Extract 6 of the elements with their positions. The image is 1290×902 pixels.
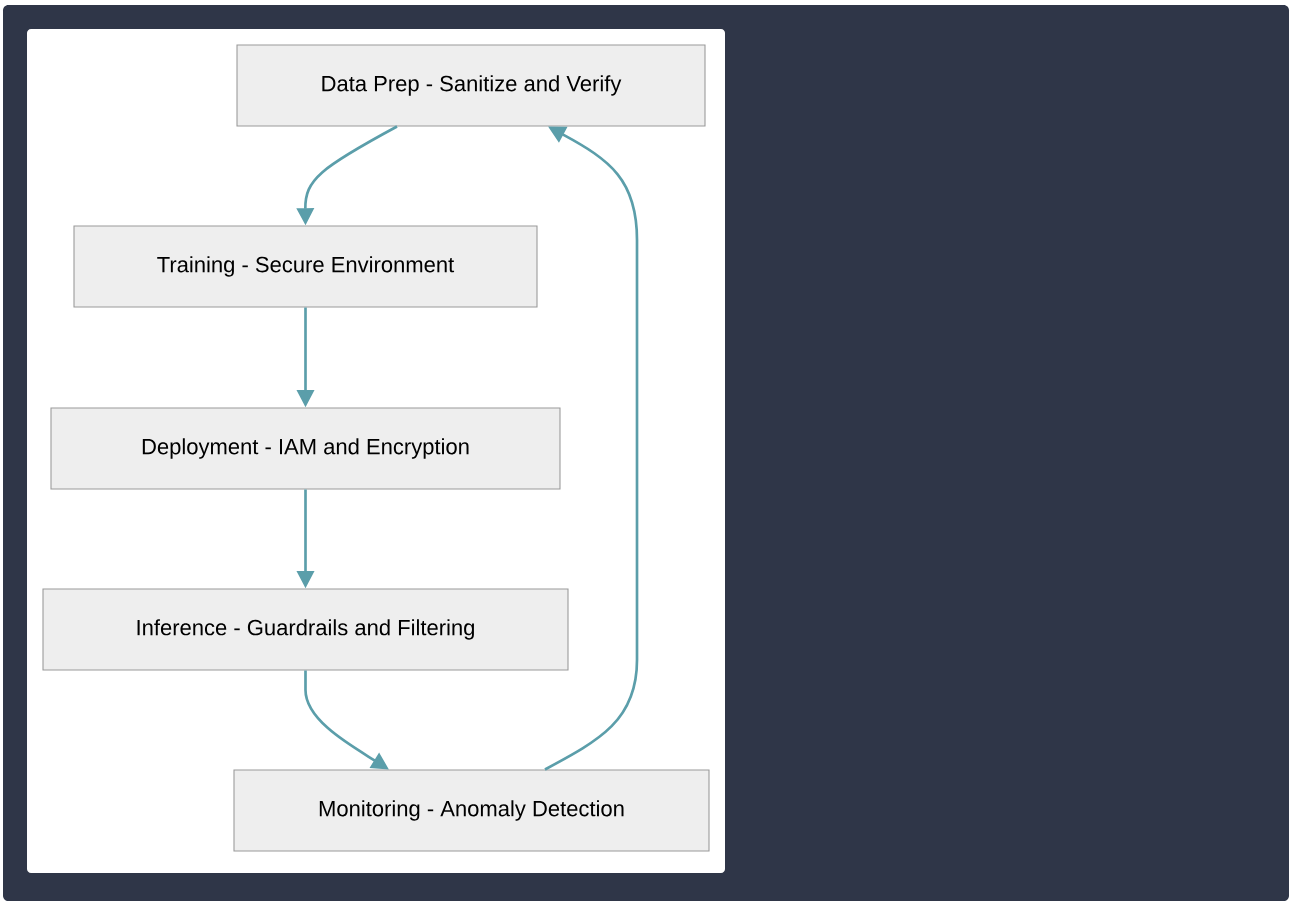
process-box: Training - Secure Environment (73, 225, 538, 308)
process-box: Monitoring - Anomaly Detection (233, 769, 710, 852)
process-box: Data Prep - Sanitize and Verify (236, 44, 706, 127)
process-box: Inference - Guardrails and Filtering (42, 588, 569, 671)
arrow (544, 126, 639, 771)
process-box: Deployment - IAM and Encryption (50, 407, 561, 490)
